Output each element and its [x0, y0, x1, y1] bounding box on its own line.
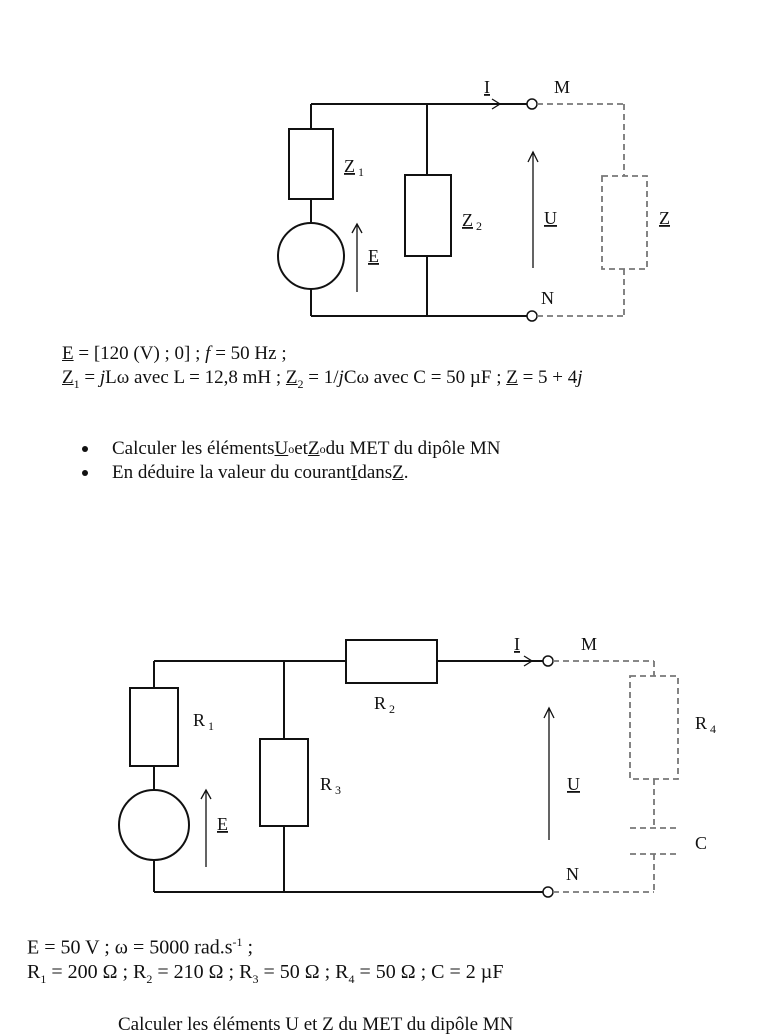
- label-c: C: [695, 833, 707, 853]
- current-arrow: [478, 98, 502, 110]
- voltage-source-e: [277, 222, 345, 290]
- current-arrow-2: [508, 655, 534, 667]
- source-arrow-2: [200, 788, 212, 867]
- label-u: U: [544, 208, 557, 228]
- voltage-arrow: [527, 150, 539, 268]
- bullet-icon: [82, 470, 88, 476]
- label-n: N: [541, 288, 554, 308]
- z1-impedance: [288, 128, 334, 200]
- params-2-line2: R1 = 200 Ω ; R2 = 210 Ω ; R3 = 50 Ω ; R4…: [27, 961, 504, 986]
- voltage-arrow-2: [543, 706, 555, 840]
- params-1: E = [120 (V) ; 0] ; f = 50 Hz ; Z1 = jLω…: [62, 343, 583, 391]
- label-z-load: Z: [659, 208, 670, 228]
- terminal-n-2: [542, 886, 554, 898]
- load-r4-c-dashed: [553, 660, 680, 893]
- terminal-m: [526, 98, 538, 110]
- voltage-source-e2: [118, 789, 190, 861]
- params-1-line1: E = [120 (V) ; 0] ; f = 50 Hz ;: [62, 343, 287, 364]
- label-n-2: N: [566, 864, 579, 884]
- label-u-2: U: [567, 774, 580, 794]
- label-m-2: M: [581, 634, 597, 654]
- terminal-m-2: [542, 655, 554, 667]
- params-1-line2: Z1 = jLω avec L = 12,8 mH ; Z2 = 1/jCω a…: [62, 367, 583, 391]
- load-z-dashed: [537, 103, 648, 317]
- r2-resistor: [345, 639, 438, 684]
- label-m: M: [554, 77, 570, 97]
- terminal-n: [526, 310, 538, 322]
- params-2: E = 50 V ; ω = 5000 rad.s-1 ; R1 = 200 Ω…: [27, 935, 503, 987]
- z2-impedance: [404, 174, 452, 257]
- r1-resistor: [129, 687, 179, 767]
- r3-resistor: [259, 738, 309, 827]
- params-2-line1: E = 50 V ; ω = 5000 rad.s-1 ;: [27, 935, 254, 959]
- label-e-2: E: [217, 814, 228, 834]
- cut-off-task-line: Calculer les éléments U et Z du MET du d…: [118, 1014, 514, 1035]
- source-arrow: [351, 222, 363, 292]
- label-e: E: [368, 246, 379, 266]
- label-i: I: [484, 77, 490, 97]
- task-1-item-2: En déduire la valeur du courant I dans Z…: [82, 461, 500, 485]
- bullet-icon: [82, 446, 88, 452]
- label-i-2: I: [514, 634, 520, 654]
